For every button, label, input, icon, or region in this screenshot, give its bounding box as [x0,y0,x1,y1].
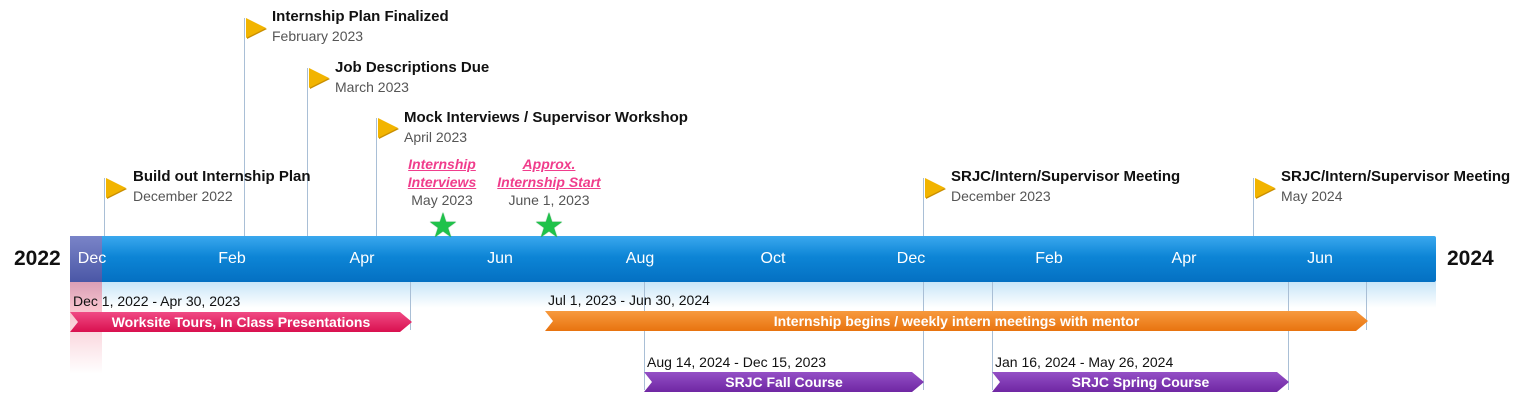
span-separator [410,282,411,330]
event-date: December 2023 [951,188,1051,204]
month-label: Apr [1171,250,1197,267]
event-date: February 2023 [272,28,364,44]
milestone-label: Approx. Internship Start June 1, 2023 [497,155,600,209]
star-icon: ★ [427,207,459,245]
span-bar: SRJC Spring Course [992,372,1289,392]
span-separator [1288,282,1289,390]
event-stem [923,178,924,236]
milestone-label: Internship Interviews May 2023 [408,155,476,209]
flag-icon [925,178,945,198]
milestone-title-line1: Approx. [522,156,576,172]
flag-icon [246,18,266,38]
month-label: Jun [487,250,513,267]
month-label: Jun [1307,250,1333,267]
span-bar: Worksite Tours, In Class Presentations [70,312,412,332]
span-separator [644,282,645,390]
span-bar: SRJC Fall Course [644,372,924,392]
span-date-range: Jul 1, 2023 - Jun 30, 2024 [548,292,710,308]
span-bar: Internship begins / weekly intern meetin… [545,311,1368,331]
event-title: Internship Plan Finalized [272,8,449,25]
month-label: Apr [349,250,375,267]
event-stem [104,178,105,236]
span-date-range: Jan 16, 2024 - May 26, 2024 [995,354,1174,370]
month-label: Aug [625,250,655,267]
event-stem [307,68,308,236]
event-title: Mock Interviews / Supervisor Workshop [404,109,688,126]
milestone-date: June 1, 2023 [508,192,590,208]
event-title: Build out Internship Plan [133,168,311,185]
month-label: Dec [77,250,107,267]
event-title: SRJC/Intern/Supervisor Meeting [1281,168,1511,185]
milestone-date: May 2023 [411,192,473,208]
event-title: Job Descriptions Due [335,59,490,76]
milestone-title-line1: Internship [408,156,476,172]
flag-icon [309,68,329,88]
span-separator [923,282,924,390]
month-label: Feb [1035,250,1063,267]
timeline-bar [70,236,1436,282]
end-year-label: 2024 [1447,247,1494,270]
milestone-title-line2: Internship Start [497,174,601,190]
flag-icon [106,178,126,198]
event-date: December 2022 [133,188,233,204]
milestone-title-line2: Interviews [407,174,477,190]
span-date-range: Dec 1, 2022 - Apr 30, 2023 [73,293,241,309]
timeline-shadow [70,282,1436,308]
span-separator [1366,282,1367,330]
flag-icon [1255,178,1275,198]
event-date: May 2024 [1281,188,1343,204]
star-icon: ★ [533,207,565,245]
event-stem [244,18,245,236]
event-stem [376,118,377,236]
event-title: SRJC/Intern/Supervisor Meeting [951,168,1181,185]
span-separator [992,282,993,390]
month-label: Dec [896,250,926,267]
month-label: Feb [218,250,246,267]
start-year-label: 2022 [14,247,61,270]
event-date: April 2023 [404,129,468,145]
month-label: Oct [760,250,786,267]
flag-icon [378,118,398,138]
span-date-range: Aug 14, 2024 - Dec 15, 2023 [647,354,827,370]
timeline-bar-start-segment [70,236,102,282]
event-date: March 2023 [335,79,409,95]
event-stem [1253,178,1254,236]
